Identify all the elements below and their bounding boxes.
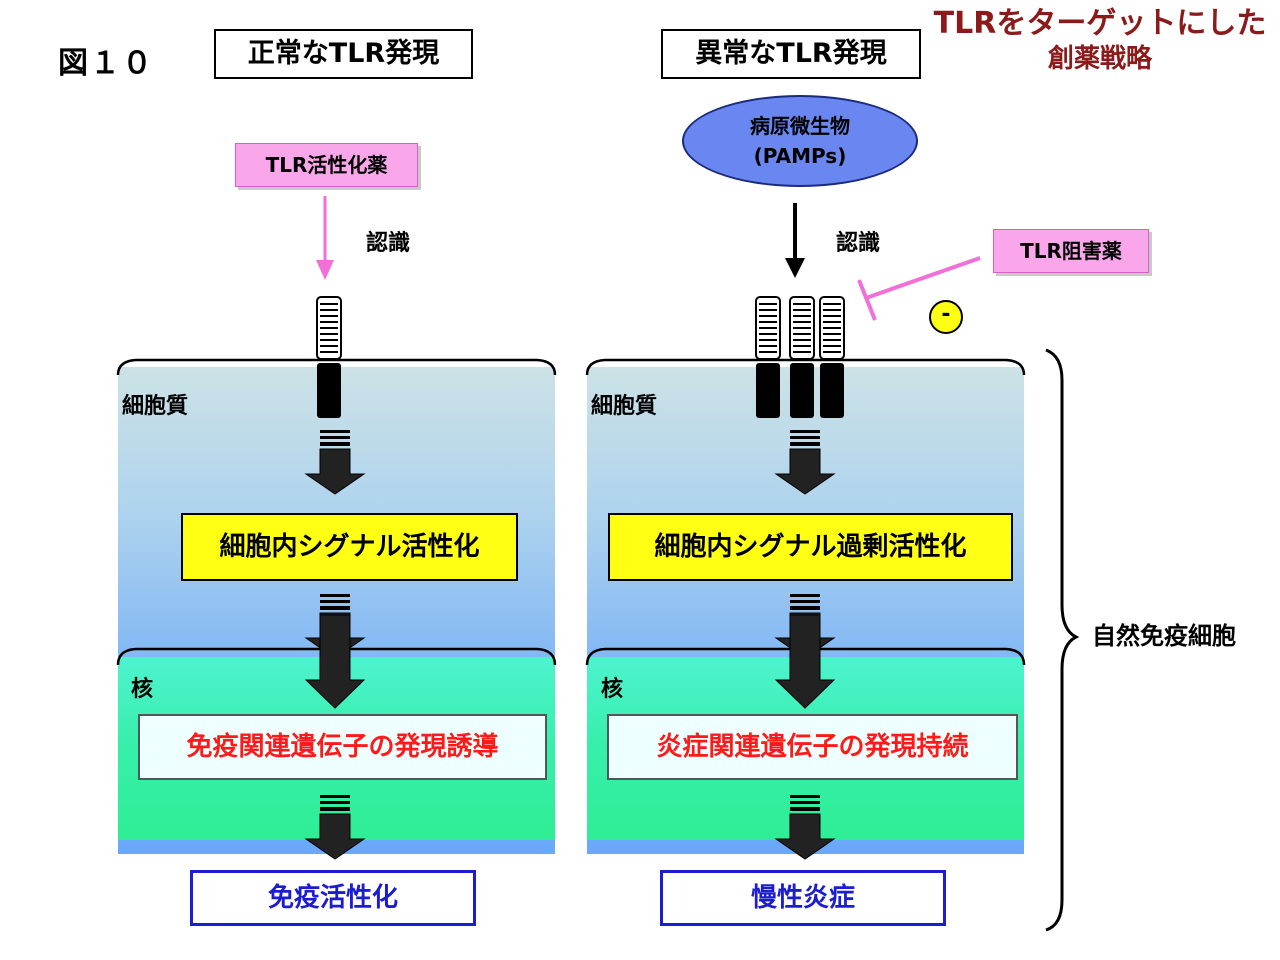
left-gene-expression-box: 免疫関連遺伝子の発現誘導 — [138, 714, 547, 780]
strategy-heading-line1: TLRをターゲットにした — [933, 6, 1267, 41]
right-nucleus-label: 核 — [601, 677, 624, 702]
right-arrow-2 — [774, 614, 836, 709]
pamps-label: (PAMPs) — [753, 144, 847, 168]
inhibitor-line — [857, 256, 981, 321]
right-gene-expression-box: 炎症関連遺伝子の発現持続 — [607, 714, 1018, 780]
left-pink-arrow — [316, 196, 334, 280]
figure-label: 図１０ — [58, 46, 154, 81]
right-tlr-receptor-2 — [789, 296, 815, 419]
pathogen-ellipse: 病原微生物 (PAMPs) — [682, 95, 918, 187]
right-tlr-receptor-3 — [819, 296, 845, 419]
right-signal-box: 細胞内シグナル過剰活性化 — [608, 513, 1013, 581]
right-arrow-3 — [775, 794, 835, 860]
left-cytoplasm-label: 細胞質 — [122, 394, 189, 419]
innate-immune-cell-brace — [1045, 348, 1080, 932]
left-outcome-box: 免疫活性化 — [190, 870, 476, 926]
tlr-inhibitor-box: TLR阻害薬 — [993, 229, 1149, 273]
left-panel-title: 正常なTLR発現 — [214, 29, 473, 79]
left-arrow-3 — [305, 794, 365, 860]
right-outcome-box: 慢性炎症 — [660, 870, 946, 926]
right-arrow-1 — [775, 429, 835, 495]
pathogen-label: 病原微生物 — [750, 114, 850, 138]
right-black-arrow — [785, 203, 805, 278]
left-nucleus-label: 核 — [131, 677, 154, 702]
right-recognition-label: 認識 — [836, 231, 881, 256]
minus-sign: - — [929, 300, 963, 334]
left-tlr-receptor — [316, 296, 342, 419]
left-arrow-1 — [305, 429, 365, 495]
right-tlr-receptor-1 — [755, 296, 781, 419]
left-signal-box: 細胞内シグナル活性化 — [181, 513, 518, 581]
strategy-heading: TLRをターゲットにした 創薬戦略 — [920, 4, 1280, 74]
left-recognition-label: 認識 — [366, 231, 411, 256]
strategy-heading-line2: 創薬戦略 — [1047, 44, 1152, 74]
innate-immune-cell-label: 自然免疫細胞 — [1092, 622, 1236, 650]
tlr-agonist-box: TLR活性化薬 — [235, 143, 418, 187]
left-arrow-2 — [304, 614, 366, 709]
right-panel-title: 異常なTLR発現 — [661, 29, 921, 79]
right-cytoplasm-label: 細胞質 — [591, 394, 658, 419]
